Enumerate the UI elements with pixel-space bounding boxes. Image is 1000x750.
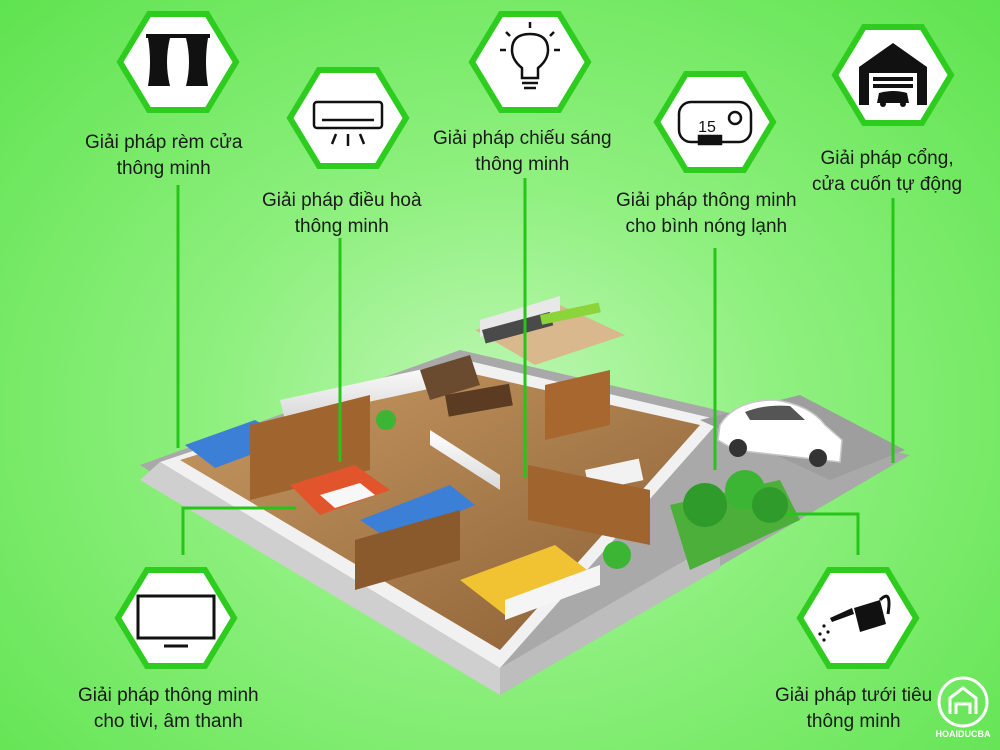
cabinet-middle bbox=[355, 510, 460, 590]
living-cabinet bbox=[545, 370, 610, 440]
curtain-icon bbox=[146, 34, 210, 86]
line-irrigation bbox=[786, 512, 860, 555]
label-lighting-line1: Giải pháp chiếu sáng bbox=[433, 128, 612, 149]
thermostat-reading: 15 bbox=[698, 119, 716, 136]
label-irrigation-line1: Giải pháp tưới tiêu bbox=[775, 685, 933, 706]
air-conditioner-icon bbox=[312, 100, 384, 146]
label-tv-line2: cho tivi, âm thanh bbox=[93, 711, 243, 732]
garden-tree-3 bbox=[752, 487, 788, 523]
label-aircon-line1: Giải pháp điều hoà bbox=[262, 190, 422, 211]
watering-can-icon bbox=[818, 594, 891, 642]
label-tv-line1: Giải pháp thông minh bbox=[78, 685, 259, 706]
label-heater: Giải pháp thông minh cho bình nóng lạnh bbox=[616, 188, 797, 240]
label-curtain-line2: thông minh bbox=[116, 158, 211, 179]
label-aircon: Giải pháp điều hoà thông minh bbox=[262, 188, 422, 240]
label-aircon-line2: thông minh bbox=[294, 216, 389, 237]
hex-badge-tv bbox=[114, 567, 238, 669]
kitchen-counter bbox=[482, 311, 554, 344]
label-gate: Giải pháp cổng, cửa cuốn tự động bbox=[812, 146, 962, 198]
garden-tree-1 bbox=[683, 483, 727, 527]
label-tv: Giải pháp thông minh cho tivi, âm thanh bbox=[78, 683, 259, 735]
hex-badge-lighting bbox=[468, 11, 592, 113]
connector-lines bbox=[176, 178, 895, 555]
white-car bbox=[717, 399, 843, 467]
label-irrigation: Giải pháp tưới tiêu thông minh bbox=[775, 683, 932, 735]
label-gate-line1: Giải pháp cổng, bbox=[820, 148, 954, 169]
label-curtain-line1: Giải pháp rèm cửa bbox=[85, 132, 243, 153]
watermark-logo: HOAIDUCBA bbox=[936, 676, 991, 739]
television-icon bbox=[136, 594, 216, 648]
wardrobe-right bbox=[528, 465, 650, 545]
garage-gate-icon bbox=[859, 43, 927, 107]
hex-badge-heater: 15 bbox=[653, 71, 777, 173]
line-tv bbox=[181, 506, 296, 555]
plant-2 bbox=[376, 410, 396, 430]
label-lighting-line2: thông minh bbox=[475, 154, 570, 175]
bed-yellow bbox=[460, 545, 600, 615]
hex-badge-aircon bbox=[286, 67, 410, 169]
dining-table bbox=[445, 383, 513, 417]
hex-badge-gate bbox=[831, 24, 955, 126]
plant-1 bbox=[603, 541, 631, 569]
light-bulb-icon bbox=[500, 22, 560, 90]
logo-text: HOAIDUCBA bbox=[936, 729, 991, 739]
bed-frame-yellow bbox=[505, 565, 600, 620]
logo-ring bbox=[937, 676, 989, 728]
inner-wall-2 bbox=[430, 430, 500, 490]
bed-pillow bbox=[320, 483, 375, 508]
staircase bbox=[420, 355, 480, 400]
logo-gate-shape bbox=[948, 686, 978, 714]
hex-badge-curtain bbox=[116, 11, 240, 113]
bathroom-floor-middle bbox=[360, 485, 475, 540]
kitchen-cabinets bbox=[539, 302, 601, 325]
label-heater-line2: cho bình nóng lạnh bbox=[625, 216, 788, 237]
house-floorplan-illustration bbox=[140, 296, 910, 695]
water-heater-thermostat-icon: 15 bbox=[677, 100, 753, 146]
label-irrigation-line2: thông minh bbox=[806, 711, 901, 732]
label-heater-line1: Giải pháp thông minh bbox=[616, 190, 797, 211]
outer-wall-left-face bbox=[140, 462, 500, 695]
label-gate-line2: cửa cuốn tự động bbox=[812, 174, 963, 195]
hex-badge-irrigation bbox=[796, 567, 920, 669]
label-curtain: Giải pháp rèm cửa thông minh bbox=[85, 130, 242, 182]
outer-wall-right-face bbox=[500, 540, 720, 695]
label-lighting: Giải pháp chiếu sáng thông minh bbox=[433, 126, 612, 178]
